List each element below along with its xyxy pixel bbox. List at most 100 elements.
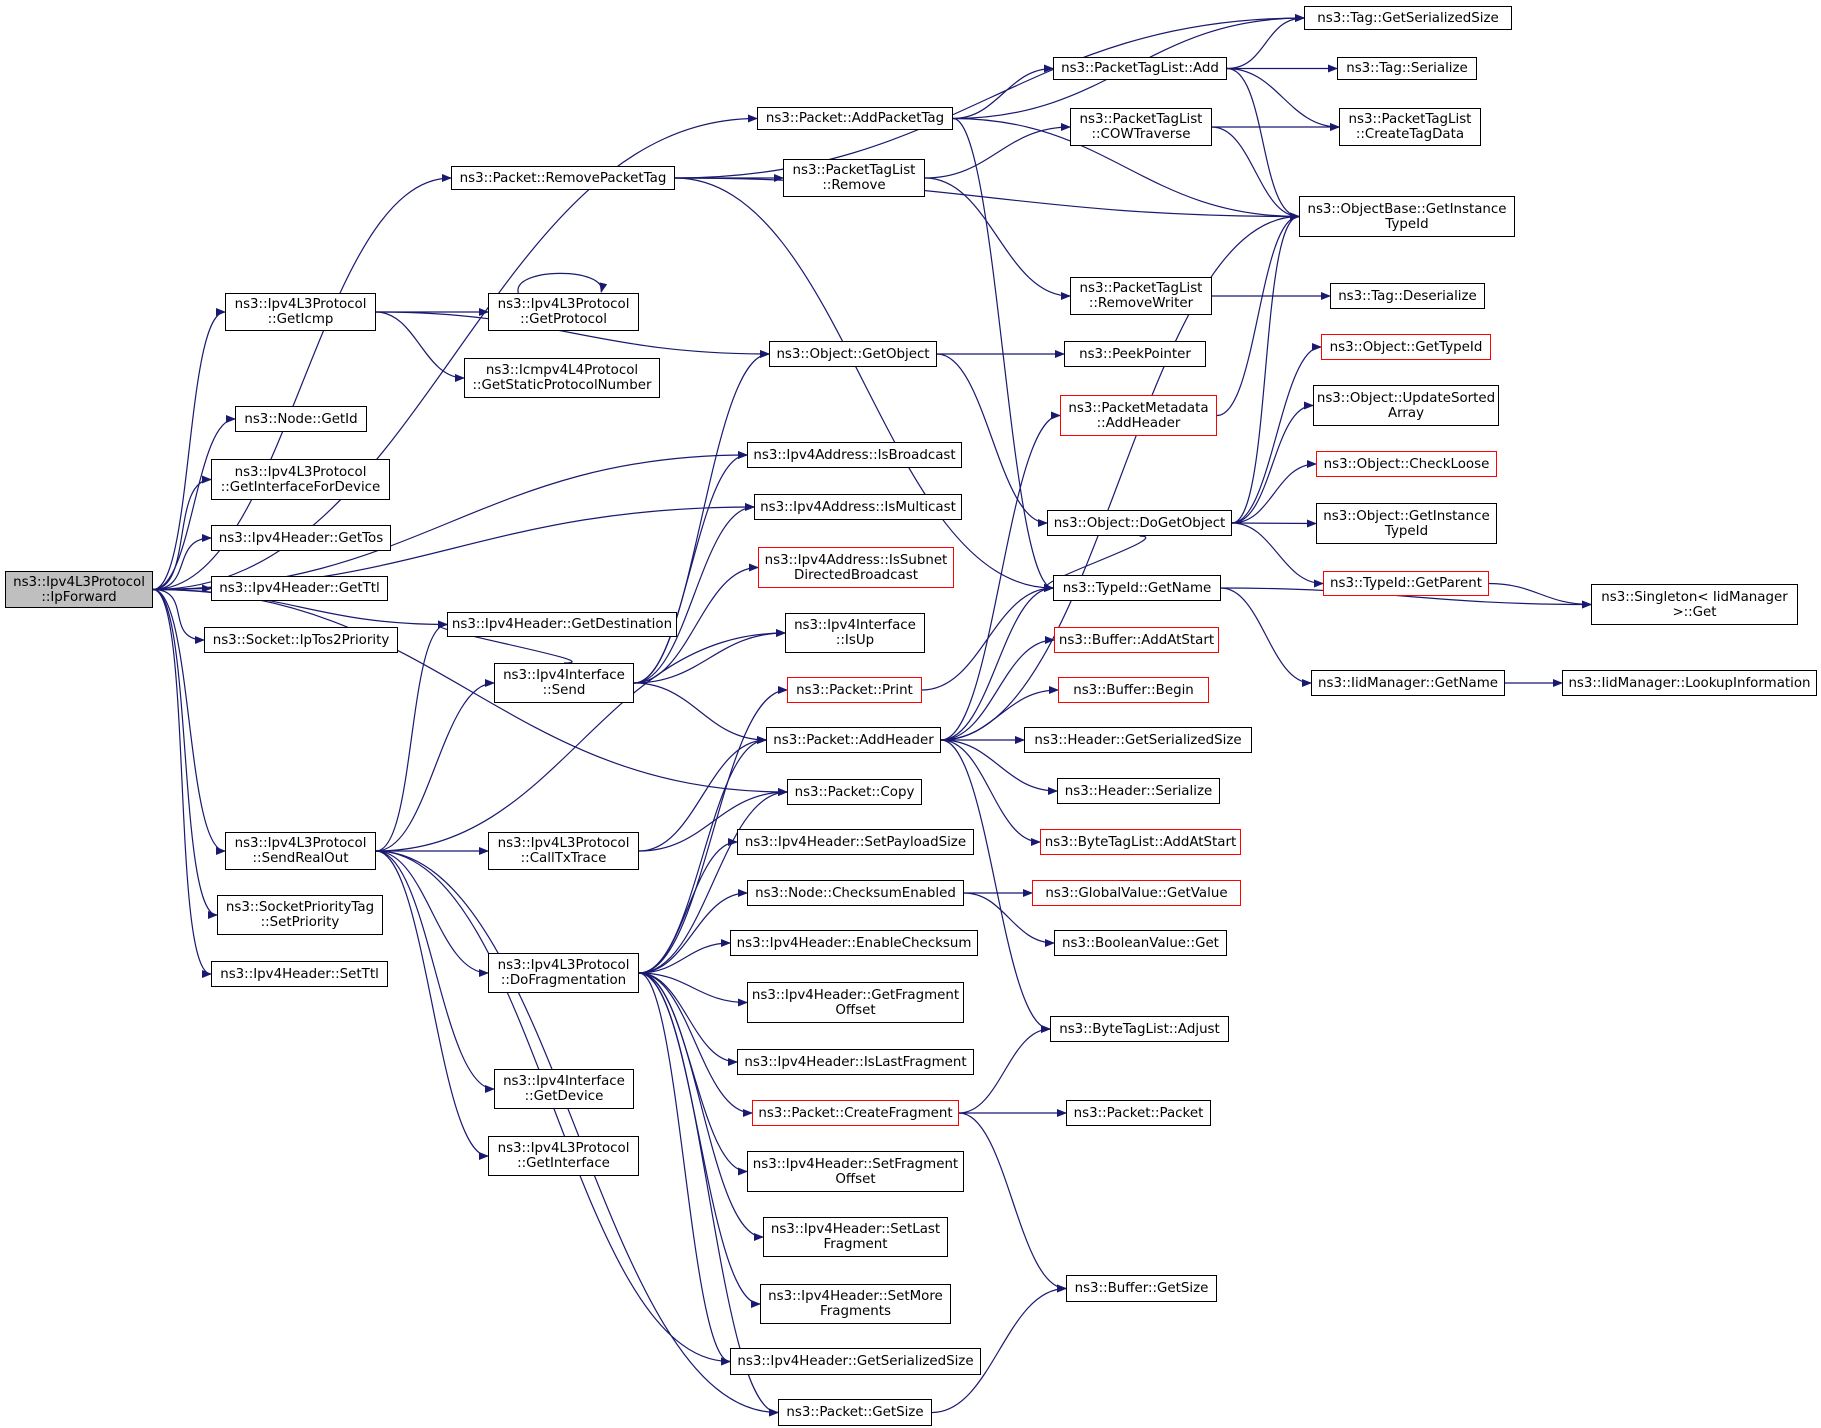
node-peekpointer[interactable]: ns3::PeekPointer [1064,341,1206,367]
node-object-gettypeid[interactable]: ns3::Object::GetTypeId [1321,334,1491,360]
node-tag-getserializedsize[interactable]: ns3::Tag::GetSerializedSize [1304,6,1512,30]
call-edge-object_dogetobject-to-object_updatesortedarray [1231,401,1314,524]
call-edge-l3_sendrealout-to-packet_getsize [375,850,779,1417]
node-socket-iptos2priority[interactable]: ns3::Socket::IpTos2Priority [204,627,398,653]
call-edge-l3_dofragmentation-to-hdr_setfragmentoffset [638,972,748,1176]
call-edge-root-to-socket_iptos2priority [152,588,205,644]
call-edge-l3_geticmp-to-icmp_getstaticprotocolnumber [375,311,465,382]
call-edge-packet_addheader-to-btl_adjust [940,739,1051,1033]
node-packettaglist-remove[interactable]: ns3::PacketTagList::Remove [783,159,925,197]
call-edge-pktmeta_addheader-to-objbase_getinstancetypeid [1216,212,1300,417]
node-header-getserializedsize[interactable]: ns3::Header::GetSerializedSize [1024,727,1252,753]
call-edge-l3_dofragmentation-to-packet_createfragment [638,972,753,1117]
node-iidmanager-getname[interactable]: ns3::IidManager::GetName [1311,670,1505,696]
node-bytetaglist-adjust[interactable]: ns3::ByteTagList::Adjust [1050,1016,1229,1042]
node-ipv4l3protocol-getinterfacefordevice[interactable]: ns3::Ipv4L3Protocol::GetInterfaceForDevi… [211,459,390,500]
node-singleton-iidmanager-get[interactable]: ns3::Singleton< IidManager>::Get [1591,584,1798,625]
node-ipv4l3protocol-dofragmentation[interactable]: ns3::Ipv4L3Protocol::DoFragmentation [488,953,639,993]
call-edge-ptl_add-to-tag_getsersize [1226,14,1305,70]
node-ipv4interface-isup[interactable]: ns3::Ipv4Interface::IsUp [785,613,925,653]
node-packet-packet[interactable]: ns3::Packet::Packet [1066,1100,1211,1126]
call-edge-object_dogetobject-to-objbase_getinstancetypeid [1231,212,1300,524]
node-ipv4l3protocol-sendrealout[interactable]: ns3::Ipv4L3Protocol::SendRealOut [225,832,376,870]
node-tag-serialize[interactable]: ns3::Tag::Serialize [1337,57,1477,80]
node-ipv4address-isbroadcast[interactable]: ns3::Ipv4Address::IsBroadcast [747,442,962,468]
call-edge-l3_dofragmentation-to-packet_getsize [638,972,779,1417]
node-ipv4interface-getdevice[interactable]: ns3::Ipv4Interface::GetDevice [494,1069,634,1109]
node-ipv4header-setpayloadsize[interactable]: ns3::Ipv4Header::SetPayloadSize [737,829,974,855]
call-edge-l3_dofragmentation-to-node_checksumenabled [638,889,748,974]
call-edge-packet_addpackettag-to-typeid_getname [952,117,1054,592]
node-ipv4l3protocol-ipforward: ns3::Ipv4L3Protocol::IpForward [5,571,153,608]
call-edge-l3_geticmp-to-object_getobject [375,311,770,358]
call-edge-packet_addheader-to-objbase_getinstancetypeid [940,212,1300,741]
node-buffer-addatstart[interactable]: ns3::Buffer::AddAtStart [1054,627,1219,653]
node-booleanvalue-get[interactable]: ns3::BooleanValue::Get [1054,930,1227,956]
node-ipv4header-setttl[interactable]: ns3::Ipv4Header::SetTtl [211,961,388,987]
node-ipv4l3protocol-geticmp[interactable]: ns3::Ipv4L3Protocol::GetIcmp [225,293,376,331]
node-object-dogetobject[interactable]: ns3::Object::DoGetObject [1047,510,1232,536]
node-buffer-begin[interactable]: ns3::Buffer::Begin [1058,677,1209,703]
node-packet-addpackettag[interactable]: ns3::Packet::AddPacketTag [757,107,953,130]
node-buffer-getsize[interactable]: ns3::Buffer::GetSize [1066,1275,1217,1302]
call-edge-l3_dofragmentation-to-packet_print [638,686,788,974]
node-bytetaglist-addatstart[interactable]: ns3::ByteTagList::AddAtStart [1040,829,1241,855]
node-ipv4header-enablechecksum[interactable]: ns3::Ipv4Header::EnableChecksum [730,930,978,956]
node-icmpv4l4protocol-getstaticprotocolnumber[interactable]: ns3::Icmpv4L4Protocol::GetStaticProtocol… [464,358,660,398]
node-ipv4header-getdestination[interactable]: ns3::Ipv4Header::GetDestination [447,612,677,637]
call-edge-node_checksumenabled-to-booleanvalue_get [963,892,1055,947]
call-edge-l3_dofragmentation-to-hdr_islastfragment [638,972,738,1066]
call-edge-root-to-hdr_gettos [152,534,212,591]
node-iidmanager-lookupinformation[interactable]: ns3::IidManager::LookupInformation [1562,670,1817,696]
call-edge-l3_dofragmentation-to-hdr_getserializedsize [638,972,731,1366]
node-header-serialize[interactable]: ns3::Header::Serialize [1057,778,1220,804]
node-node-checksumenabled[interactable]: ns3::Node::ChecksumEnabled [747,880,964,906]
node-ipv4header-gettos[interactable]: ns3::Ipv4Header::GetTos [211,525,391,551]
node-ipv4header-islastfragment[interactable]: ns3::Ipv4Header::IsLastFragment [737,1049,974,1075]
node-packettaglist-add[interactable]: ns3::PacketTagList::Add [1053,57,1227,80]
call-edge-object_dogetobject-to-object_checkloose [1231,460,1317,524]
node-packetmetadata-addheader[interactable]: ns3::PacketMetadata::AddHeader [1060,395,1217,436]
node-ipv4l3protocol-calltxtrace[interactable]: ns3::Ipv4L3Protocol::CallTxTrace [488,832,639,870]
node-ipv4header-getserializedsize[interactable]: ns3::Ipv4Header::GetSerializedSize [730,1348,981,1375]
call-edge-root-to-node_getid [152,415,236,591]
call-edge-object_dogetobject-to-object_getinstancetypeid [1231,519,1317,528]
node-globalvalue-getvalue[interactable]: ns3::GlobalValue::GetValue [1032,880,1241,906]
node-object-checkloose[interactable]: ns3::Object::CheckLoose [1316,451,1497,477]
node-ipv4l3protocol-getinterface[interactable]: ns3::Ipv4L3Protocol::GetInterface [488,1136,639,1176]
call-edge-packet_addheader-to-typeid_getname [940,584,1054,741]
node-packettaglist-cowtraverse[interactable]: ns3::PacketTagList::COWTraverse [1070,108,1212,146]
call-edge-ipv4if_send-to-ipv4if_isup [633,629,786,684]
node-typeid-getname[interactable]: ns3::TypeId::GetName [1053,575,1221,601]
node-packet-removepackettag[interactable]: ns3::Packet::RemovePacketTag [451,166,675,190]
node-packet-print[interactable]: ns3::Packet::Print [787,677,922,703]
call-edge-root-to-socketprioritytag_setpriority [152,588,218,919]
call-edge-ipv4if_send-to-ipv4addr_isbroadcast [633,451,748,684]
node-socketprioritytag-setpriority[interactable]: ns3::SocketPriorityTag::SetPriority [217,895,383,935]
node-packet-createfragment[interactable]: ns3::Packet::CreateFragment [752,1100,959,1126]
node-packet-copy[interactable]: ns3::Packet::Copy [787,779,922,805]
node-ipv4header-getttl[interactable]: ns3::Ipv4Header::GetTtl [211,576,388,601]
node-packet-addheader[interactable]: ns3::Packet::AddHeader [766,727,941,753]
node-node-getid[interactable]: ns3::Node::GetId [235,406,367,432]
node-object-getobject[interactable]: ns3::Object::GetObject [769,341,937,367]
node-packettaglist-createtagdata[interactable]: ns3::PacketTagList::CreateTagData [1339,108,1481,146]
node-ipv4interface-send[interactable]: ns3::Ipv4Interface::Send [494,663,634,703]
node-packet-getsize[interactable]: ns3::Packet::GetSize [778,1399,932,1426]
node-ipv4l3protocol-getprotocol[interactable]: ns3::Ipv4L3Protocol::GetProtocol [488,293,639,331]
node-ipv4address-ismulticast[interactable]: ns3::Ipv4Address::IsMulticast [754,494,962,520]
node-tag-deserialize[interactable]: ns3::Tag::Deserialize [1330,283,1485,309]
call-edge-packet_addheader-to-buffer_addatstart [940,636,1055,741]
node-typeid-getparent[interactable]: ns3::TypeId::GetParent [1323,571,1489,596]
call-edge-typeid_getparent-to-singleton_get [1488,582,1592,609]
node-packettaglist-removewriter[interactable]: ns3::PacketTagList::RemoveWriter [1070,277,1212,315]
